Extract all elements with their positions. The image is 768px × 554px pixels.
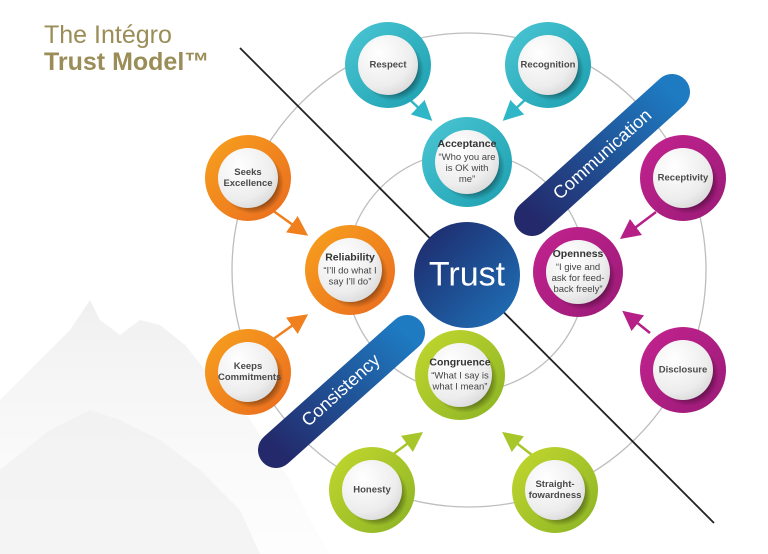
node-receptivity (640, 135, 726, 221)
node-seeks-excellence (205, 135, 291, 221)
acceptance-label: Acceptance “Who you are is OK with me” (437, 138, 497, 186)
node-honesty (329, 447, 415, 533)
reliability-label: Reliability “I’ll do what I say I’ll do” (323, 251, 377, 288)
title-line-1: The Intégro (44, 21, 172, 49)
arrow-keeps-commitments-to-reliability (271, 314, 309, 342)
node-straightforwardness (512, 447, 598, 533)
node-recognition (505, 22, 591, 108)
arrow-disclosure-to-openness (622, 310, 651, 334)
node-openness (533, 227, 623, 317)
honesty-label: Honesty (353, 484, 391, 496)
node-disclosure (640, 327, 726, 413)
arrow-receptivity-to-openness (620, 211, 657, 239)
outer-orbit (231, 32, 707, 508)
recognition-label: Recognition (520, 59, 576, 71)
node-keeps-commitments (205, 329, 291, 415)
respect-label: Respect (369, 59, 407, 71)
node-respect (345, 22, 431, 108)
arrow-seeks-excellence-to-reliability (271, 208, 309, 236)
consistency-pillar (258, 315, 425, 468)
trust-label: Trust (428, 255, 506, 294)
trust-center-circle (414, 222, 520, 328)
arrow-straightforwardness-to-congruence (502, 431, 533, 456)
communication-pillar (514, 74, 690, 236)
disclosure-label: Disclosure (658, 364, 708, 376)
openness-label: Openness “I give and ask for feed-back f… (551, 248, 605, 296)
title-line-2: Trust Model™ (44, 48, 210, 76)
arrow-honesty-to-congruence (391, 432, 424, 457)
diagram-title: The Intégro Trust Model™ (44, 22, 209, 76)
keeps-commitments-label: Keeps Commitments (218, 361, 282, 383)
node-congruence (415, 330, 505, 420)
node-acceptance (422, 117, 512, 207)
seeks-excellence-label: Seeks Excellence (223, 167, 273, 189)
congruence-label: Congruence “What I say is what I mean” (429, 356, 491, 393)
node-reliability (305, 225, 395, 315)
straightforwardness-label: Straight-fowardness (528, 479, 582, 501)
receptivity-label: Receptivity (657, 172, 709, 184)
